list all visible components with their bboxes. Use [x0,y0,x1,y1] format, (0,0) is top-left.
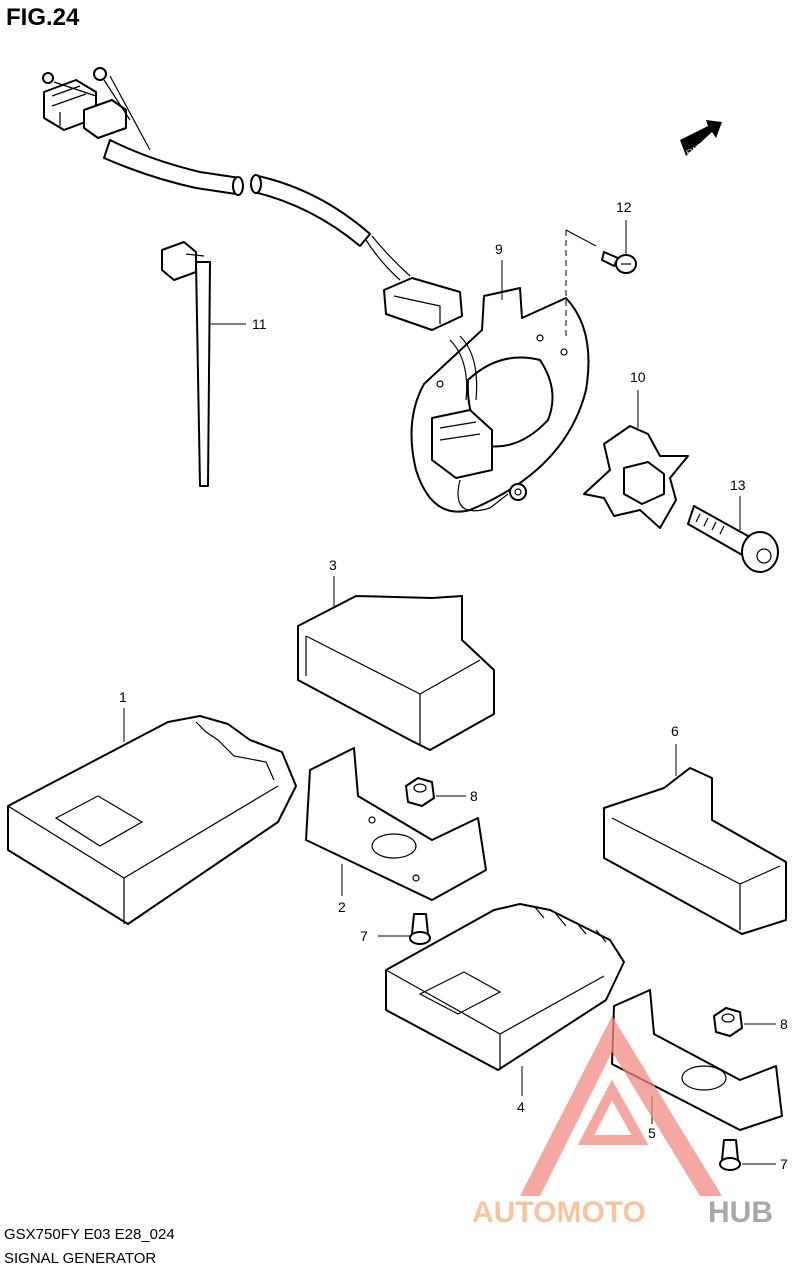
fwd-arrow-icon: FWD [680,120,722,158]
screw-12 [601,251,637,274]
callout-7a: 7 [360,928,368,944]
callout-1: 1 [119,689,127,705]
callout-10: 10 [630,369,646,385]
callout-3: 3 [329,557,337,573]
callout-2: 2 [338,899,346,915]
watermark-triangle-icon [520,1016,722,1196]
section-name: SIGNAL GENERATOR [4,1250,157,1267]
ignitor-unit-1 [7,715,297,925]
callout-labels: 1 2 3 4 5 6 7 7 8 8 9 10 11 12 13 [119,199,788,1172]
bolt-7a [409,913,431,945]
bracket-2 [305,747,487,901]
figure-title: FIG.24 [6,4,80,31]
signal-rotor [583,425,689,529]
callout-8b: 8 [780,1016,788,1032]
callout-12: 12 [616,199,632,215]
module-4 [385,903,625,1071]
nut-8a [405,777,435,807]
callout-11: 11 [252,316,267,332]
callout-7b: 7 [780,1156,788,1172]
signal-generator-assembly [42,67,590,513]
callout-9: 9 [495,241,503,257]
callout-13: 13 [730,477,746,493]
nut-8b [713,1007,743,1037]
callout-6: 6 [671,723,679,739]
bolt-7b [719,1139,741,1171]
cover-3 [297,595,495,751]
cover-6 [603,767,787,935]
cable-tie [161,241,211,487]
bolt-13 [687,505,779,573]
callout-5: 5 [648,1125,656,1141]
model-code: GSX750FY E03 E28_024 [4,1226,175,1243]
callout-8a: 8 [470,788,478,804]
callout-4: 4 [517,1099,525,1115]
watermark-logo: AUTOMOTO HUB [472,1016,773,1229]
watermark-text-2: HUB [708,1196,773,1229]
watermark-text-1: AUTOMOTO [472,1196,646,1229]
